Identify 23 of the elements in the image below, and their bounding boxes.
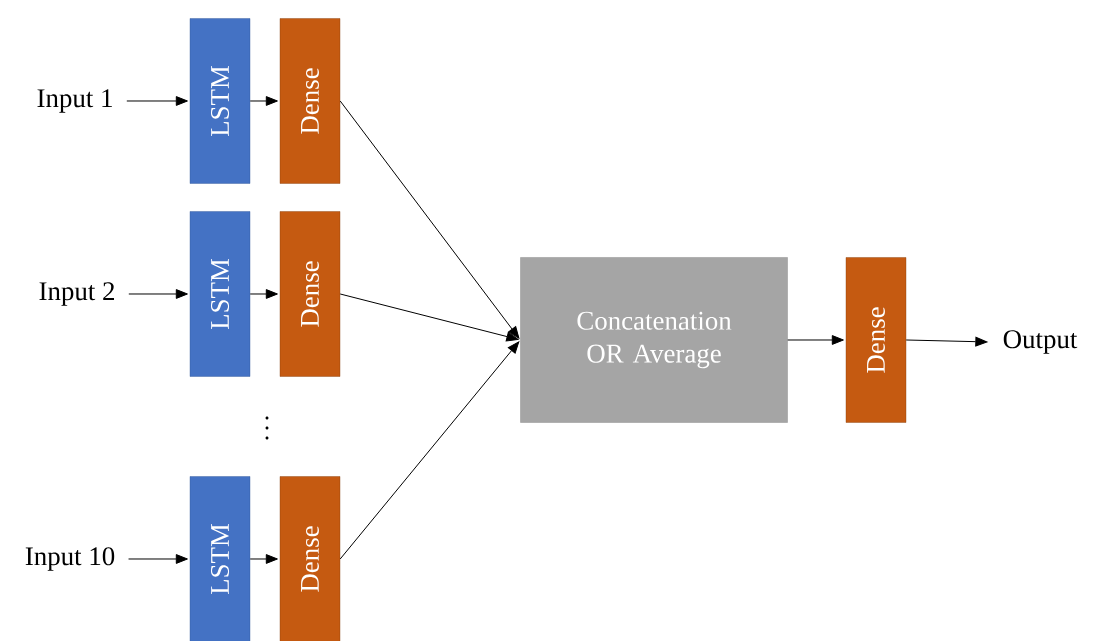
arrow: [126, 96, 188, 106]
arrow: [128, 289, 188, 299]
arrow: [128, 554, 188, 564]
merge-box: Concatenation OR Average: [520, 257, 788, 423]
arrow: [249, 554, 278, 564]
arrow: [787, 335, 844, 345]
lstm-box: LSTM: [189, 211, 251, 377]
lstm-box: LSTM: [189, 18, 251, 184]
input-label: Output: [1003, 330, 1078, 354]
dense-box: Dense: [279, 18, 341, 184]
input-label: Input 10: [25, 547, 115, 571]
dense-box: Dense: [279, 211, 341, 377]
dense-box: Dense: [279, 476, 341, 641]
arrow: [339, 100, 520, 339]
input-label: Input 2: [39, 282, 114, 306]
arrow: [339, 293, 519, 342]
arrow: [249, 96, 278, 106]
dense-box: Dense: [845, 257, 907, 423]
input-label: Input 1: [37, 89, 112, 113]
arrow: [249, 289, 278, 299]
arrow: [905, 336, 988, 347]
arrow: [339, 341, 520, 560]
lstm-box: LSTM: [189, 476, 251, 641]
